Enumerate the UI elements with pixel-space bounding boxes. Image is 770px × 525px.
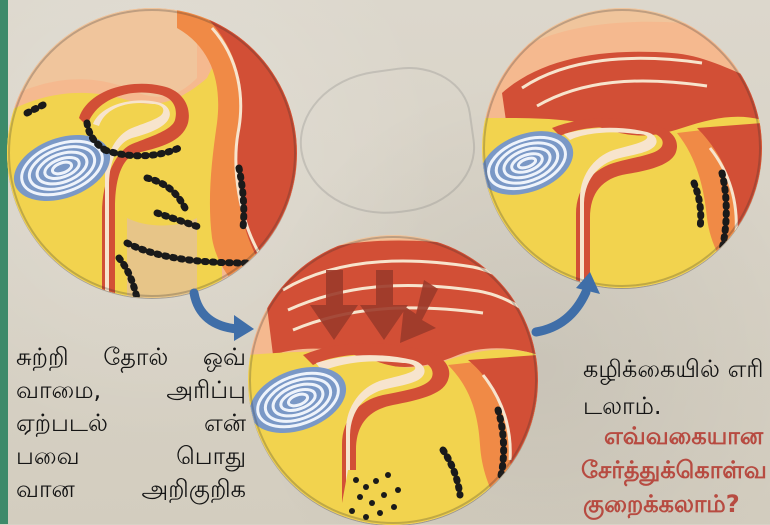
curved-arrow-icon (528, 270, 608, 340)
anatomy-illustration-3 (482, 8, 762, 288)
left-word: வாமை, (16, 374, 101, 407)
question-line-1: எவ்வகையான (604, 420, 763, 453)
left-word: என் (204, 407, 246, 440)
left-line-4: பவை பொது (16, 440, 246, 473)
left-word: ஏற்படல் (16, 407, 108, 440)
right-line-1: கழிக்கையில் எரி (583, 353, 764, 386)
left-word: வான (16, 473, 75, 506)
right-paragraph: கழிக்கையில் எரி டலாம். (583, 353, 764, 423)
anatomy-circle-top-right (482, 8, 762, 288)
left-word: தோல் (103, 341, 168, 374)
left-word: அறிகுறிக (141, 473, 246, 506)
anatomy-circle-bottom-center (248, 235, 538, 525)
question-line-3: குறைக்கலாம்? (583, 488, 740, 521)
question-line-2: சேர்த்துக்கொள்வ (581, 454, 767, 487)
left-word: பவை (16, 440, 80, 473)
curved-arrow-icon (188, 285, 258, 345)
left-word: ஒவ் (203, 341, 246, 374)
left-color-strip (0, 0, 8, 524)
left-word: அரிப்பு (166, 374, 246, 407)
anatomy-illustration-1 (7, 8, 297, 298)
left-word: சுற்றி (16, 341, 69, 374)
left-paragraph: சுற்றி தோல் ஒவ் வாமை, அரிப்பு ஏற்படல் என… (16, 341, 246, 506)
anatomy-circle-top-left (7, 8, 297, 298)
anatomy-illustration-2 (248, 235, 538, 525)
left-line-1: சுற்றி தோல் ஒவ் (16, 341, 246, 374)
left-word: பொது (176, 440, 246, 473)
left-line-5: வான அறிகுறிக (16, 473, 246, 506)
left-line-3: ஏற்படல் என் (16, 407, 246, 440)
right-line-2: டலாம். (583, 390, 764, 423)
left-line-2: வாமை, அரிப்பு (16, 374, 246, 407)
